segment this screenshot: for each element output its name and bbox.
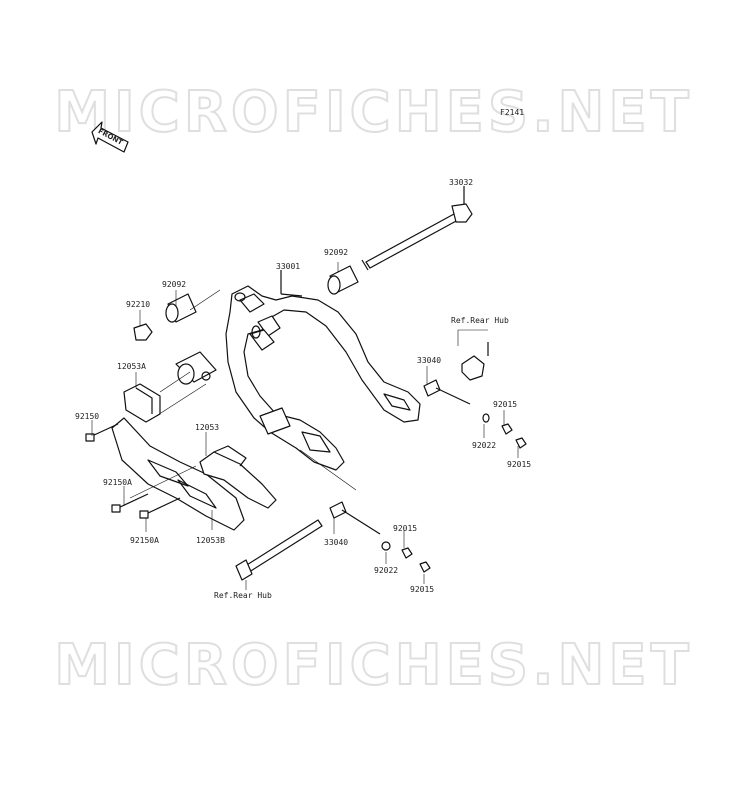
axle-33032 [361,186,473,271]
slider-12053 [199,445,277,509]
bolt-92150A-a [111,493,149,513]
swingarm-33001 [225,270,421,471]
part-92015-d[interactable]: 92015 [410,585,435,594]
part-12053A[interactable]: 12053A [117,362,146,371]
part-33040-right[interactable]: 33040 [417,356,442,365]
guide-plate-12053B [111,417,245,531]
part-92092-right[interactable]: 92092 [324,248,349,257]
nut-92015-a [501,423,513,435]
part-92022-right[interactable]: 92022 [472,441,497,450]
part-92015-b[interactable]: 92015 [507,460,532,469]
part-12053B[interactable]: 12053B [196,536,225,545]
part-92015-c[interactable]: 92015 [393,524,418,533]
leader-lines [91,262,519,590]
nut-92015-c [401,547,413,559]
bushing-92092-left [165,293,197,323]
ref-rear-hub-top[interactable]: Ref.Rear Hub [451,316,509,325]
bushing-92092-right [327,265,359,295]
nut-rear-hub-top [461,342,489,381]
part-33001[interactable]: 33001 [276,262,301,271]
nut-92015-b [515,437,527,449]
pivot-tube [175,351,217,385]
axle-bolt-rear-hub [235,519,323,581]
nut-92210 [133,323,153,341]
nut-92015-d [419,561,431,573]
part-92022-left[interactable]: 92022 [374,566,399,575]
adjuster-33040-right [423,379,471,405]
part-33032[interactable]: 33032 [449,178,474,187]
part-92210[interactable]: 92210 [126,300,151,309]
part-33040-left[interactable]: 33040 [324,538,349,547]
figure-id: F2141 [500,108,525,117]
part-92150A-b[interactable]: 92150A [130,536,159,545]
watermark-bottom: MICROFICHES.NET [53,632,693,699]
part-12053[interactable]: 12053 [195,423,220,432]
front-arrow-icon [91,121,129,153]
ref-rear-hub-bottom[interactable]: Ref.Rear Hub [214,591,272,600]
washer-92022-left [381,541,391,551]
guard-12053A [123,383,161,423]
watermark-top: MICROFICHES.NET [53,79,693,146]
bolt-92150A-b [139,497,181,519]
part-92092-left[interactable]: 92092 [162,280,187,289]
part-92150A-a[interactable]: 92150A [103,478,132,487]
bolt-92150 [85,423,119,442]
adjuster-33040-left [329,501,381,535]
part-92150[interactable]: 92150 [75,412,100,421]
washer-92022-right [482,413,490,423]
part-92015-a[interactable]: 92015 [493,400,518,409]
